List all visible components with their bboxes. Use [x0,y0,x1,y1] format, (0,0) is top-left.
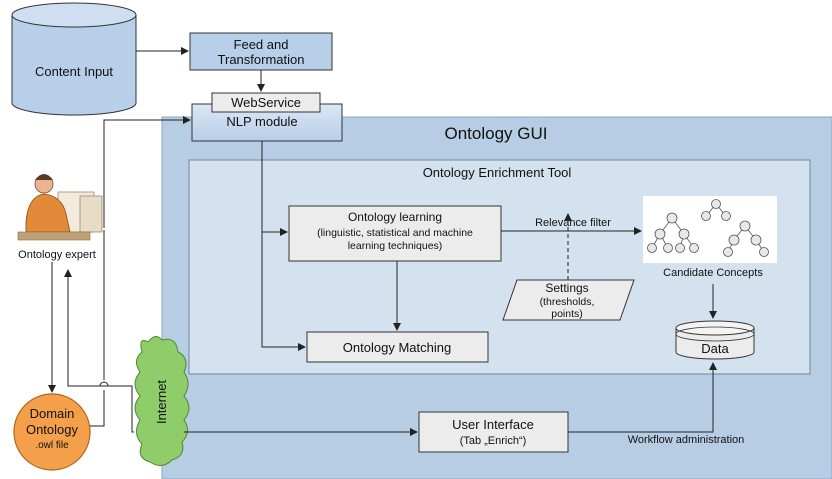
connectors [48,47,717,436]
internet-label: Internet [154,380,169,424]
content-input-label: Content Input [35,64,113,79]
ontology-matching-label: Ontology Matching [343,340,451,355]
workflow-admin-label: Workflow administration [628,434,745,446]
learning-label-line1: Ontology learning [348,210,442,224]
settings-label-line2: (thresholds, [540,296,595,308]
settings-label-line1: Settings [545,281,588,295]
user-interface-box: User Interface (Tab „Enrich“) [418,411,569,453]
ui-label-line2: (Tab „Enrich“) [460,435,527,447]
settings-box: Settings (thresholds, points) [502,279,635,321]
ontology-matching-box: Ontology Matching [306,331,489,363]
data-label: Data [701,341,729,356]
enrichment-tool-title: Ontology Enrichment Tool [423,165,572,180]
webservice-label: WebService [231,95,301,110]
domain-label-line3: .owl file [35,440,69,451]
ontology-gui-title: Ontology GUI [445,124,548,143]
ontology-learning-box: Ontology learning (linguistic, statistic… [288,205,502,262]
internet-cloud: Internet [134,336,190,466]
ontology-expert-label: Ontology expert [18,249,96,261]
domain-ontology-node: Domain Ontology .owl file [13,393,91,471]
person-at-computer-icon [17,174,103,241]
domain-label-line1: Domain [30,406,75,421]
concept-tree-icon [643,196,777,263]
content-input-database: Content Input [11,2,137,116]
domain-label-line2: Ontology [26,422,79,437]
nlp-module-label: NLP module [226,114,297,129]
webservice-box: WebService [211,92,321,113]
feed-transformation-box: Feed and Transformation [189,32,333,71]
learning-label-line3: learning techniques) [348,240,443,252]
ui-label-line1: User Interface [452,417,534,432]
learning-label-line2: (linguistic, statistical and machine [317,227,473,239]
feed-label-line2: Transformation [218,52,305,67]
candidate-concepts-label: Candidate Concepts [663,267,763,279]
data-database: Data [675,320,755,360]
feed-label-line1: Feed and [234,37,289,52]
settings-label-line3: points) [551,308,583,320]
relevance-filter-label: Relevance filter [535,217,611,229]
